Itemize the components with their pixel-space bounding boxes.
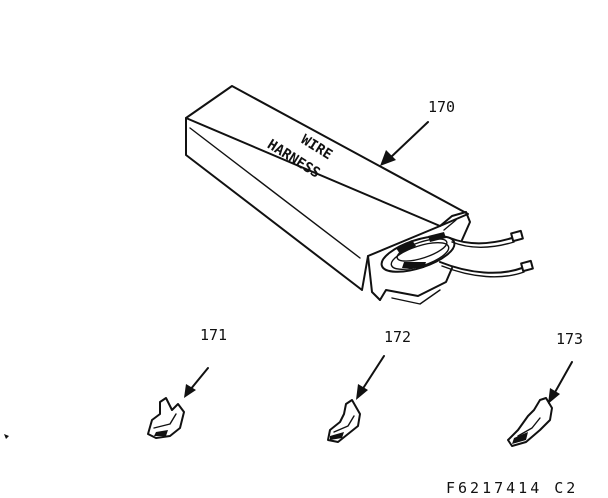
callout-173: 173	[556, 330, 583, 348]
callout-170: 170	[428, 98, 455, 116]
terminal-173	[507, 397, 553, 447]
terminal-172	[327, 399, 361, 443]
figure-id: F6217414 C2	[446, 479, 578, 497]
box-label: WIRE HARNESS	[264, 132, 335, 182]
arrow-173	[548, 361, 573, 404]
wire-harness-box	[185, 85, 471, 305]
callout-172: 172	[384, 328, 411, 346]
terminal-171	[147, 397, 185, 439]
stray-mark	[4, 434, 9, 439]
callout-171: 171	[200, 326, 227, 344]
arrow-171	[184, 367, 209, 398]
arrow-172	[356, 355, 385, 400]
arrow-170	[380, 121, 429, 166]
coiled-wires	[380, 229, 534, 278]
